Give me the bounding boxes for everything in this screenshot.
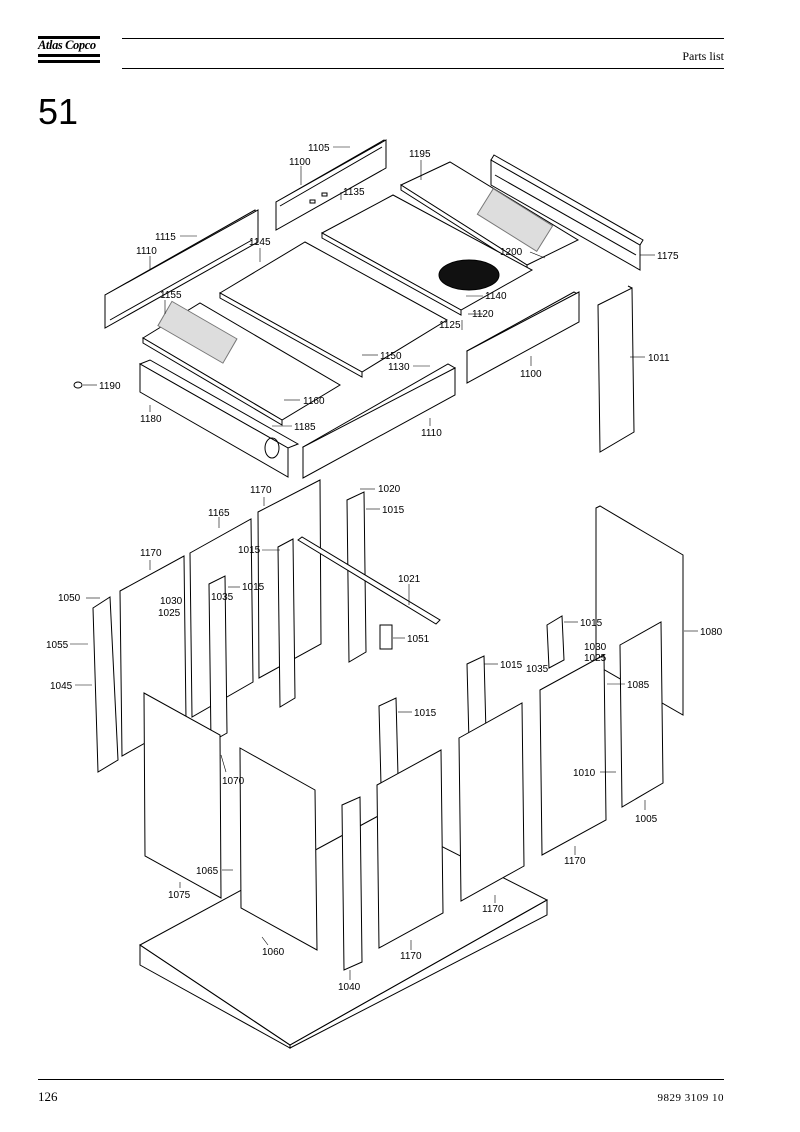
page-title: Parts list bbox=[682, 49, 724, 63]
callout-1115: 1115 bbox=[155, 232, 176, 243]
part-channel-1015-e bbox=[378, 697, 399, 786]
callout-1155: 1155 bbox=[160, 290, 182, 301]
leader-lines bbox=[70, 146, 698, 980]
part-door-1170-bottom-a bbox=[376, 749, 444, 949]
callout-1015-c: 1015 bbox=[242, 582, 265, 593]
logo-top-bar bbox=[38, 36, 100, 39]
part-rail-1100-top bbox=[275, 139, 387, 231]
part-panel-1011 bbox=[597, 285, 635, 453]
callout-1185: 1185 bbox=[294, 422, 316, 433]
part-channel-1015-a bbox=[346, 491, 367, 663]
callout-1100-b: 1100 bbox=[520, 369, 542, 380]
callout-1035-b: 1035 bbox=[526, 664, 549, 675]
callout-1165: 1165 bbox=[208, 508, 230, 519]
callout-1120: 1120 bbox=[472, 309, 494, 320]
part-panel-1135 bbox=[320, 194, 534, 316]
callout-1170-b: 1170 bbox=[140, 548, 162, 559]
part-channel-1015-d bbox=[546, 615, 565, 669]
part-door-1170-bottom-b bbox=[458, 702, 525, 902]
callout-1035-a: 1035 bbox=[211, 592, 234, 603]
part-door-1170-right bbox=[539, 654, 607, 856]
part-panel-1005 bbox=[619, 621, 664, 808]
callout-1170-a: 1170 bbox=[250, 485, 272, 496]
callout-1030-b: 1030 bbox=[584, 642, 607, 653]
part-post-1040 bbox=[341, 796, 363, 971]
part-panel-1145 bbox=[219, 241, 448, 378]
callout-1160: 1160 bbox=[303, 396, 325, 407]
opening-icon bbox=[264, 437, 280, 459]
part-channel-1015-c bbox=[208, 575, 228, 743]
callout-1130: 1130 bbox=[388, 362, 410, 373]
callout-1170-e: 1170 bbox=[400, 951, 422, 962]
callout-1015-b: 1015 bbox=[238, 545, 261, 556]
callout-1080: 1080 bbox=[700, 627, 723, 638]
callout-1070: 1070 bbox=[222, 776, 245, 787]
callout-1040: 1040 bbox=[338, 982, 361, 993]
callout-1010: 1010 bbox=[573, 768, 596, 779]
part-beam-1021 bbox=[297, 536, 441, 625]
part-panel-1195 bbox=[399, 161, 580, 271]
callout-1075: 1075 bbox=[168, 890, 191, 901]
callout-1110: 1110 bbox=[136, 246, 157, 257]
callout-1195: 1195 bbox=[409, 149, 431, 160]
callout-1060: 1060 bbox=[262, 947, 285, 958]
callout-1135: 1135 bbox=[343, 187, 365, 198]
callout-1170-d: 1170 bbox=[482, 904, 504, 915]
callout-1055: 1055 bbox=[46, 640, 69, 651]
part-bracket-1051 bbox=[379, 624, 393, 650]
callout-1015-e: 1015 bbox=[500, 660, 523, 671]
logo-text: Atlas Copco bbox=[38, 38, 96, 52]
callout-1170-c: 1170 bbox=[564, 856, 586, 867]
page-number: 126 bbox=[38, 1089, 58, 1104]
part-channel-1015-b bbox=[277, 538, 296, 708]
callout-1025-b: 1025 bbox=[584, 653, 607, 664]
part-panel-1155 bbox=[142, 300, 341, 426]
header-bottom-rule bbox=[122, 68, 724, 69]
fan-grille-icon bbox=[438, 259, 500, 291]
callout-1025-a: 1025 bbox=[158, 608, 181, 619]
callout-1011: 1011 bbox=[648, 353, 670, 364]
section-number: 51 bbox=[38, 91, 79, 132]
part-cover-1180 bbox=[138, 359, 300, 478]
callout-1175: 1175 bbox=[657, 251, 679, 262]
callout-1021: 1021 bbox=[398, 574, 421, 585]
callout-1145: 1145 bbox=[249, 237, 271, 248]
part-rail-1110-front bbox=[301, 363, 457, 479]
callout-1051: 1051 bbox=[407, 634, 430, 645]
callout-1105: 1105 bbox=[308, 143, 330, 154]
part-plug-1190 bbox=[73, 381, 83, 389]
part-frame-1045 bbox=[92, 596, 119, 773]
callout-1020: 1020 bbox=[378, 484, 401, 495]
part-rail-1110-left bbox=[104, 209, 259, 329]
footer-rule bbox=[38, 1079, 724, 1080]
part-door-1075 bbox=[143, 692, 222, 899]
part-rail-1175-right bbox=[490, 154, 644, 271]
atlas-copco-logo: Atlas Copco bbox=[38, 36, 100, 68]
logo-bottom-bar-2 bbox=[38, 60, 100, 63]
callout-1065: 1065 bbox=[196, 866, 219, 877]
vent-grille-icon bbox=[476, 188, 554, 252]
part-cover-1100-right bbox=[465, 291, 581, 384]
callout-1085: 1085 bbox=[627, 680, 650, 691]
callout-1005: 1005 bbox=[635, 814, 658, 825]
callout-1180: 1180 bbox=[140, 414, 162, 425]
callout-1125: 1125 bbox=[439, 320, 461, 331]
header-top-rule bbox=[122, 38, 724, 39]
callout-1050: 1050 bbox=[58, 593, 81, 604]
document-number: 9829 3109 10 bbox=[657, 1092, 724, 1104]
callout-1110-b: 1110 bbox=[421, 428, 442, 439]
callout-1045: 1045 bbox=[50, 681, 73, 692]
part-panel-1060 bbox=[239, 747, 318, 951]
callout-1200: 1200 bbox=[500, 247, 523, 258]
callout-1015-f: 1015 bbox=[414, 708, 437, 719]
callout-1030-a: 1030 bbox=[160, 596, 183, 607]
callout-1150: 1150 bbox=[380, 351, 402, 362]
callout-1015-d: 1015 bbox=[580, 618, 603, 629]
callout-1100: 1100 bbox=[289, 157, 311, 168]
callout-1190: 1190 bbox=[99, 381, 121, 392]
callout-1015-a: 1015 bbox=[382, 505, 405, 516]
callout-1140: 1140 bbox=[485, 291, 507, 302]
logo-bottom-bar bbox=[38, 54, 100, 57]
